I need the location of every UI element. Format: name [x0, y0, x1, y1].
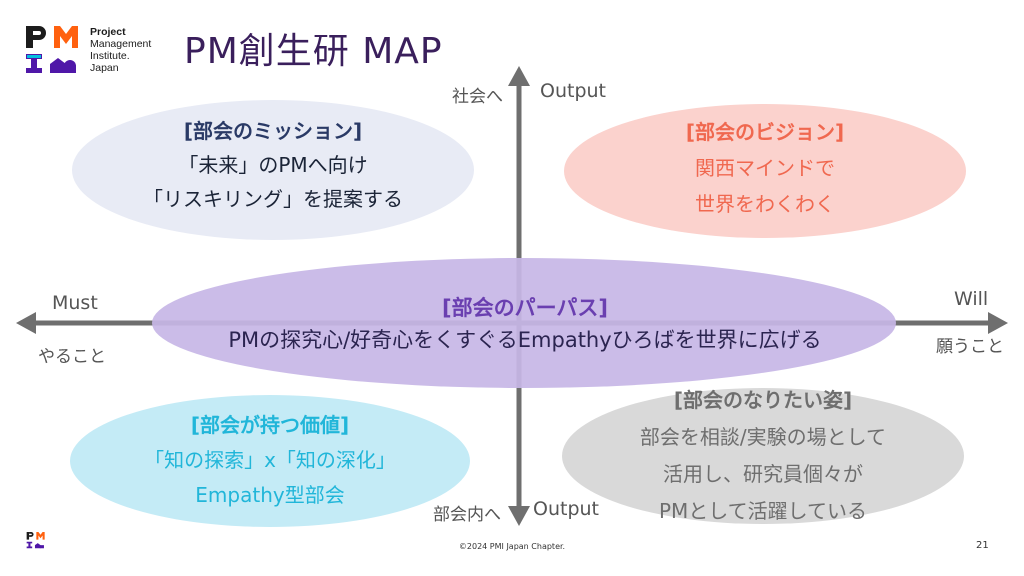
- purpose-block: [部会のパーパス] PMの探究心/好奇心をくすぐるEmpathyひろばを世界に広…: [150, 292, 900, 356]
- vision-line: 関西マインドで: [695, 156, 835, 180]
- ideal-heading: [部会のなりたい姿]: [673, 388, 853, 412]
- value-heading: [部会が持つ価値]: [190, 413, 350, 437]
- pmi-small-logo-icon: [26, 532, 45, 549]
- axis-left-sub: やること: [38, 347, 106, 367]
- axis-right-label: Will: [954, 288, 989, 310]
- mission-line: 「未来」のPMへ向け: [178, 153, 368, 177]
- axis-left-label: Must: [52, 292, 98, 314]
- value-block: [部会が持つ価値] 「知の探索」x「知の深化」 Empathy型部会: [70, 408, 470, 513]
- purpose-heading: [部会のパーパス]: [442, 296, 608, 320]
- page-title: PM創生研 MAP: [184, 31, 443, 72]
- value-ellipse: [70, 395, 470, 527]
- mission-heading: [部会のミッション]: [183, 119, 363, 143]
- page-number: 21: [976, 540, 989, 551]
- value-line: Empathy型部会: [195, 483, 345, 507]
- ideal-line: 部会を相談/実験の場として: [639, 425, 887, 449]
- ideal-block: [部会のなりたい姿] 部会を相談/実験の場として 活用し、研究員個々が PMとし…: [562, 382, 964, 530]
- axis-bottom-output: Output: [533, 498, 599, 520]
- vision-line: 世界をわくわく: [695, 192, 835, 216]
- value-line: 「知の探索」x「知の深化」: [144, 448, 396, 472]
- vision-heading: [部会のビジョン]: [685, 120, 845, 144]
- mission-ellipse: [72, 100, 474, 240]
- ideal-ellipse: [562, 388, 964, 524]
- axis-top-label: 社会へ: [452, 87, 503, 107]
- up-arrow-icon: [508, 66, 530, 86]
- left-arrow-icon: [16, 312, 36, 334]
- mission-block: [部会のミッション] 「未来」のPMへ向け 「リスキリング」を提案する: [72, 114, 474, 216]
- pmi-logo-text: Project Management Institute. Japan: [90, 26, 152, 74]
- purpose-ellipse: [152, 258, 896, 388]
- vision-ellipse: [564, 104, 966, 238]
- purpose-body: PMの探究心/好奇心をくすぐるEmpathyひろばを世界に広げる: [228, 328, 822, 352]
- ideal-line: PMとして活躍している: [658, 499, 868, 523]
- right-arrow-icon: [988, 312, 1008, 334]
- mission-line: 「リスキリング」を提案する: [143, 187, 403, 211]
- pmi-logo-icon: [26, 26, 78, 73]
- axis-bottom-label: 部会内へ: [433, 505, 501, 525]
- vision-block: [部会のビジョン] 関西マインドで 世界をわくわく: [564, 114, 966, 222]
- axis-right-sub: 願うこと: [936, 337, 1004, 357]
- copyright: ©2024 PMI Japan Chapter.: [458, 542, 566, 551]
- down-arrow-icon: [508, 506, 530, 526]
- axis-top-output: Output: [540, 80, 606, 102]
- ideal-line: 活用し、研究員個々が: [663, 462, 863, 486]
